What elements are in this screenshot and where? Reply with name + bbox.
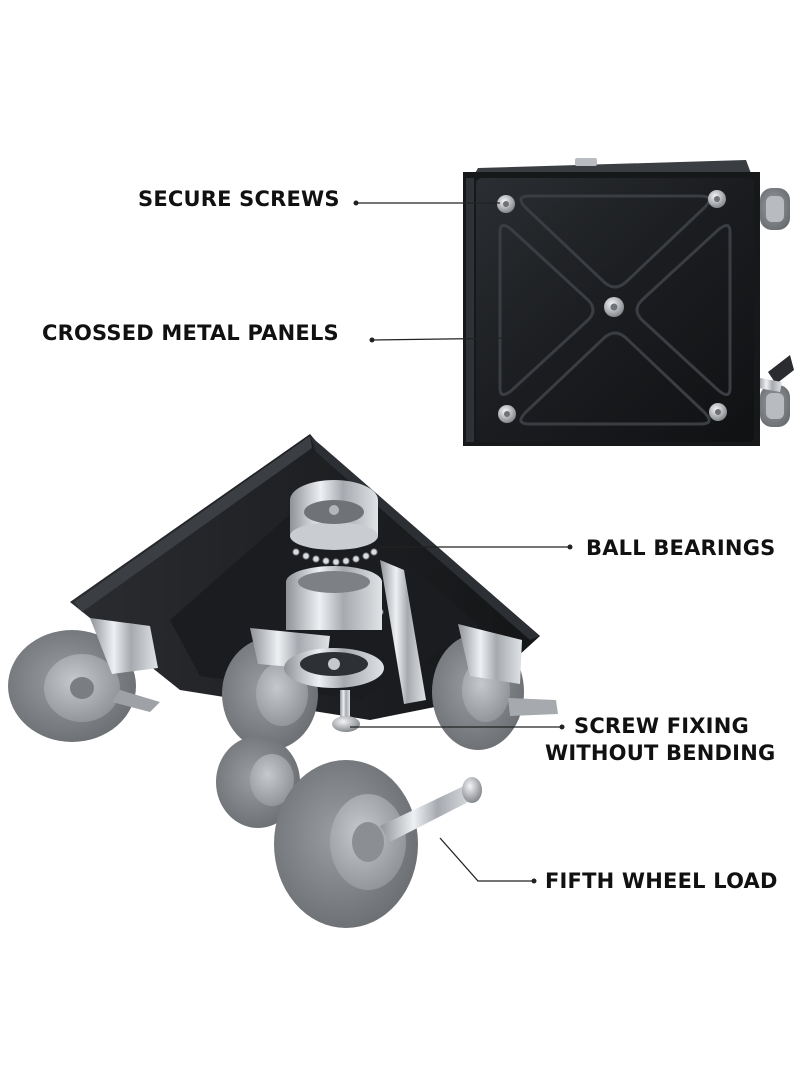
plate-screws [497,190,727,423]
fixing-screw [332,690,360,732]
top-plate-wheel-upper [760,188,790,230]
callout-lines [350,200,573,884]
exploded-dolly [8,434,558,928]
label-screw-fixing: SCREW FIXING [574,713,749,740]
wheel-back-right [432,624,558,750]
label-without-bending: WITHOUT BENDING [545,741,776,765]
top-plate-wheel-lower [758,355,794,427]
wheel-back-left [8,618,160,742]
wheel-fifth-rear [216,736,300,828]
top-plate [463,158,794,446]
label-screw-fixing-line1: SCREW FIXING [574,714,749,738]
label-ball-bearings: BALL BEARINGS [586,536,776,560]
ball-bearing-assembly [284,480,426,704]
label-secure-screws: SECURE SCREWS [138,187,340,211]
fifth-wheel-axle [380,777,482,842]
wheel-fifth-front [274,760,482,928]
label-crossed-metal-panels: CROSSED METAL PANELS [42,321,339,345]
label-fifth-wheel-load: FIFTH WHEEL LOAD [545,869,778,893]
